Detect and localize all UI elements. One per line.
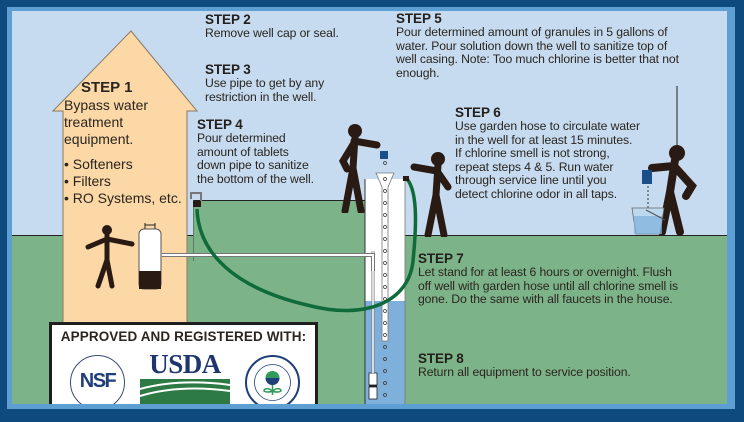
- step-2-title: STEP 2: [205, 12, 251, 27]
- usda-logo-icon: USDA: [140, 349, 230, 404]
- step-5-body: Pour determined amount of granules in 5 …: [396, 25, 679, 80]
- step-5-title: STEP 5: [396, 11, 442, 26]
- epa-logo-icon: [245, 355, 300, 404]
- step-2-body: Remove well cap or seal.: [205, 26, 339, 40]
- ground-mound: [193, 200, 366, 261]
- step-1-body: Bypass water treatment equipment.: [64, 97, 149, 147]
- step-3-title: STEP 3: [205, 62, 251, 77]
- step-1: STEP 1 Bypass water treatment equipment.…: [64, 79, 182, 207]
- step-7-title: STEP 7: [418, 251, 464, 266]
- step-6-body: Use garden hose to circulate water in th…: [455, 119, 640, 201]
- person-with-hose-icon: [410, 152, 452, 237]
- step-5: STEP 5 Pour determined amount of granule…: [396, 11, 679, 80]
- step-3-body: Use pipe to get by any restriction in th…: [205, 76, 325, 104]
- step-3: STEP 3 Use pipe to get by any restrictio…: [205, 62, 324, 104]
- equipment-item: Softeners: [64, 156, 182, 173]
- nsf-logo-text: NSF: [79, 370, 117, 392]
- filter-tank-icon: [138, 223, 162, 290]
- step-4: STEP 4 Pour determined amount of tablets…: [197, 117, 314, 186]
- step-7-body: Let stand for at least 6 hours or overni…: [418, 265, 679, 307]
- step-4-body: Pour determined amount of tablets down p…: [197, 131, 314, 186]
- scene: STEP 1 Bypass water treatment equipment.…: [12, 11, 727, 404]
- step-2: STEP 2 Remove well cap or seal.: [205, 12, 339, 41]
- step-6: STEP 6 Use garden hose to circulate wate…: [455, 105, 640, 202]
- step-1-title: STEP 1: [81, 79, 133, 96]
- person-mixing-chlorine-icon: [631, 86, 697, 236]
- equipment-list: Softeners Filters RO Systems, etc.: [64, 156, 182, 207]
- service-line-icon: [162, 253, 375, 271]
- equipment-item: RO Systems, etc.: [64, 190, 182, 207]
- garden-hose-icon: [190, 176, 418, 313]
- person-at-filter-icon: [85, 225, 135, 289]
- usda-logo-text: USDA: [149, 349, 221, 379]
- step-8: STEP 8 Return all equipment to service p…: [418, 351, 631, 380]
- step-8-body: Return all equipment to service position…: [418, 365, 631, 379]
- step-7: STEP 7 Let stand for at least 6 hours or…: [418, 251, 678, 307]
- step-4-title: STEP 4: [197, 117, 243, 132]
- person-pouring-tablets-icon: [339, 124, 381, 213]
- nsf-logo-icon: NSF: [70, 355, 125, 404]
- badge-title: APPROVED AND REGISTERED WITH:: [60, 329, 307, 344]
- step-6-title: STEP 6: [455, 105, 501, 120]
- step-8-title: STEP 8: [418, 351, 464, 366]
- approval-badge: APPROVED AND REGISTERED WITH: NSF USDA: [50, 323, 317, 404]
- equipment-item: Filters: [64, 173, 182, 190]
